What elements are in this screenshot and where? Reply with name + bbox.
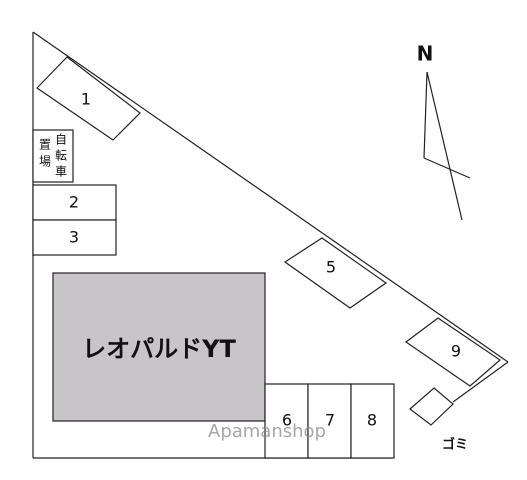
building: レオパルドYT [52,272,266,422]
bicycle-parking-text-1a: 置 [39,138,51,152]
parking-space-9-label: 9 [451,342,461,361]
bicycle-parking-text-2c: 車 [55,165,67,179]
bicycle-parking: 置 場 自 転 車 [32,129,74,183]
bicycle-parking-text-2b: 転 [55,149,67,163]
garbage-label: ゴミ [442,437,468,453]
bicycle-parking-text-2a: 自 [55,133,67,147]
bicycle-parking-text-1b: 場 [39,155,51,169]
parking-space-2-label: 2 [69,193,79,212]
parking-space-1-label: 1 [81,90,91,109]
garbage-area: ゴミ [409,387,468,453]
parking-space-7: 7 [307,383,352,459]
parking-space-6: 6 [264,383,309,459]
parking-space-9: 9 [404,317,501,387]
parking-space-8: 8 [350,383,395,459]
north-compass: N [417,42,471,221]
parking-space-1: 1 [36,56,141,141]
watermark: Apamanshop [208,421,326,442]
parking-space-3: 3 [32,219,117,256]
parking-space-5-label: 5 [326,258,336,277]
parking-space-7-label: 7 [325,411,335,430]
north-label: N [417,42,434,66]
parking-space-5: 5 [283,237,388,309]
parking-space-3-label: 3 [69,228,79,247]
parking-space-8-label: 8 [367,411,377,430]
parking-space-2: 2 [32,184,117,221]
parking-space-6-label: 6 [282,411,292,430]
building-name: レオパルドYT [82,335,236,363]
